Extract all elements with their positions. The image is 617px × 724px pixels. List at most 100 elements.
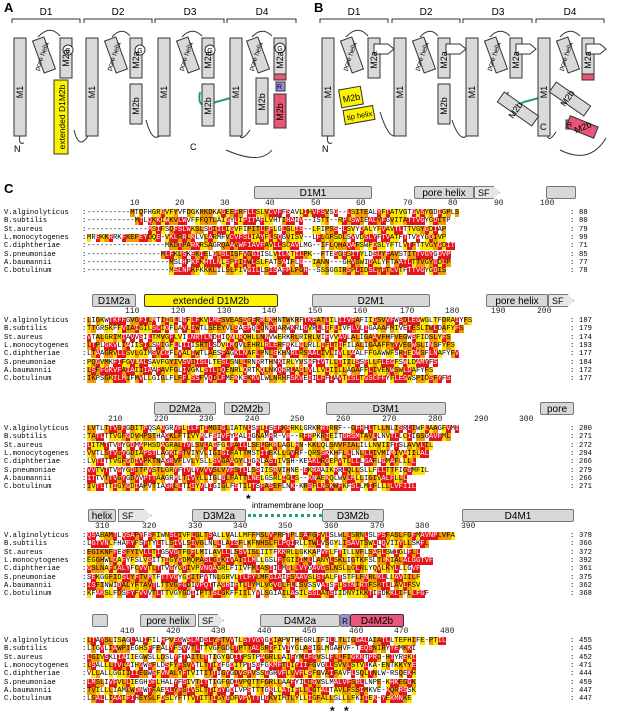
species-name: S.pneumoniae <box>4 250 56 259</box>
separator-colon: : <box>82 425 87 433</box>
species-name: C.diphtheriae <box>4 242 61 251</box>
residue-count: 193 <box>579 341 592 350</box>
a-extended-d1m2b: extended D1M2b <box>57 84 67 149</box>
separator-colon: : <box>82 433 87 442</box>
separator-colon: : <box>570 233 575 242</box>
species-name: B.subtilis <box>4 325 48 334</box>
a-g2: G <box>137 48 142 55</box>
separator-colon: : <box>82 333 87 342</box>
species-name: A.baumannii <box>4 366 52 375</box>
species-name: C.diphtheriae <box>4 565 61 574</box>
sequence-row: -----------MTLQKKIWKVLWVFFFQTLAIGYLIPITA… <box>87 217 451 226</box>
sequence-row: TTGRSKFFVIAIGILSCIGFLAVLIWTLSEEYVLSAEPQL… <box>87 325 464 334</box>
residue-count: 272 <box>579 441 592 450</box>
domain-a-d1: D1 <box>40 7 53 18</box>
residue-count: 378 <box>579 532 592 540</box>
sec-d3m2b: D3M2b <box>322 509 384 522</box>
species-name: B.subtilis <box>4 433 48 442</box>
separator-colon: : <box>82 242 87 251</box>
separator-colon: : <box>82 341 87 350</box>
separator-colon: : <box>570 425 575 433</box>
species-name: C.botulinum <box>4 267 52 276</box>
b-d1-m2a: M2a <box>369 51 379 69</box>
alignment-block-4: V.alginolyticus:QSABAMTLQSAPYFSFIWNSLIVF… <box>4 532 617 600</box>
sequence-row: LSALLIAAIFIHEYSLFDSLYFTTVTITTIGYGDFVPVTT… <box>87 695 412 704</box>
separator-colon: : <box>82 458 87 467</box>
residue-count: 372 <box>579 548 592 557</box>
separator-colon: : <box>570 556 575 565</box>
separator-colon: : <box>570 540 575 549</box>
sequence-row: VTALGRIMIAVVSILTMVGFLVILNRTLNDIIQNLRQHLL… <box>87 333 451 342</box>
sequence-row: VLLALLGGIIIIEGWSFVNALYFTVITITTIGYGDVSPVS… <box>87 670 416 679</box>
separator-colon: : <box>82 358 87 367</box>
separator-colon: : <box>82 449 87 458</box>
separator-colon: : <box>570 250 575 259</box>
a-g1: G <box>65 48 70 55</box>
intramembrane-loop-label: intramembrane loop <box>252 501 324 510</box>
residue-count: 79 <box>579 225 588 234</box>
separator-colon: : <box>570 653 575 662</box>
sequence-row: -----------------MLFKLSKEKIELGLSLISFVGGI… <box>87 250 451 259</box>
species-name: St.aureus <box>4 333 43 342</box>
residue-count: 447 <box>579 695 592 704</box>
separator-colon: : <box>82 375 87 384</box>
alignment-block-5: V.alginolyticus:LTAYSLISAGLALIFILHPVEGWS… <box>4 637 617 705</box>
sequence-row: LVTLTTVGFGDITPQSAGGRVFLILFTIMGIGLIATNLSF… <box>87 425 460 433</box>
sec-d3m2a: D3M2a <box>192 509 246 522</box>
b-d4-m1: M1 <box>539 86 549 99</box>
separator-colon: : <box>570 474 575 483</box>
a-n-terminus: N <box>14 144 21 154</box>
sequence-row: LSFFGKVFAIAIIIAAFAVFGLIVGKLSTLIQENRLQRTK… <box>87 366 434 375</box>
separator-colon: : <box>570 590 575 599</box>
sec-helix-4: helix <box>88 509 116 522</box>
species-name: V.alginolyticus <box>4 532 69 540</box>
separator-colon: : <box>570 645 575 654</box>
asterisk-marker-1: * <box>246 492 251 506</box>
sequence-row: IKPSGKILMIFMVLLGIGLFLFFLSSFVQDLFMEKKEKKV… <box>87 375 451 384</box>
sec-d2m2a: D2M2a <box>154 402 216 415</box>
separator-colon: : <box>82 653 87 662</box>
residue-count: 452 <box>579 653 592 662</box>
separator-colon: : <box>570 670 575 679</box>
a-g3: G <box>207 48 212 55</box>
species-name: A.baumannii <box>4 686 52 695</box>
sequence-row: EGGHWLDAFYFSLVSITTIGYGDMQPASLGGKIVAIILML… <box>87 556 434 565</box>
a-d3-m2b: M2b <box>203 97 213 115</box>
sequence-row: LGTVNLFHAFYFSFTYLTLSIVLSIVGLNLLLAISFLKFN… <box>87 540 429 549</box>
sequence-row: PQGVMKFIFGVLALSAVFGYIVSVIISLLTESLSNLLRNR… <box>87 358 438 367</box>
separator-colon: : <box>570 350 575 359</box>
sec-box-d1m2a-start <box>546 186 576 199</box>
separator-colon: : <box>82 532 87 540</box>
sequence-row: LVTLTTVGFGDIVPKTNAGRVFLVLYSLLSVGAAGYLIGK… <box>87 458 416 467</box>
separator-colon: : <box>82 350 87 359</box>
residue-count: 455 <box>579 637 592 645</box>
species-name: B.subtilis <box>4 217 48 226</box>
domain-a-d2: D2 <box>112 7 125 18</box>
species-name: A.baumannii <box>4 474 52 483</box>
separator-colon: : <box>82 267 87 276</box>
sec-pore-helix-5: pore helix <box>140 614 196 627</box>
residue-count: 187 <box>579 317 592 325</box>
separator-colon: : <box>82 548 87 557</box>
separator-colon: : <box>570 581 575 590</box>
residue-count: 177 <box>579 350 592 359</box>
residue-count: 85 <box>579 250 588 259</box>
separator-colon: : <box>570 242 575 251</box>
sequence-row: LTAYSLISAGLALIFILHPVEGWSLMDSLYFTVVTLSTVG… <box>87 637 447 645</box>
b-d1-m2b: M2b <box>342 92 361 105</box>
sec-d1m2a: D1M2a <box>92 294 136 307</box>
b-c-terminus: C <box>540 122 547 132</box>
sequence-row: VVTVTTVGYGDITPVSTLGRYFTVLYVVVSLVVFSTLLSS… <box>87 466 429 475</box>
residue-count: 447 <box>579 686 592 695</box>
domain-b-d2: D2 <box>420 7 433 18</box>
domain-a-d3: D3 <box>184 7 197 18</box>
domain-b-d4: D4 <box>564 7 577 18</box>
species-name: L.monocytogenes <box>4 661 69 670</box>
species-name: L.monocytogenes <box>4 233 69 242</box>
species-name: L.monocytogenes <box>4 449 69 458</box>
b-n-terminus: N <box>322 144 329 154</box>
separator-colon: : <box>82 573 87 582</box>
species-name: C.diphtheriae <box>4 350 61 359</box>
sec-d4m2a: D4M2a <box>260 614 340 627</box>
separator-colon: : <box>82 556 87 565</box>
